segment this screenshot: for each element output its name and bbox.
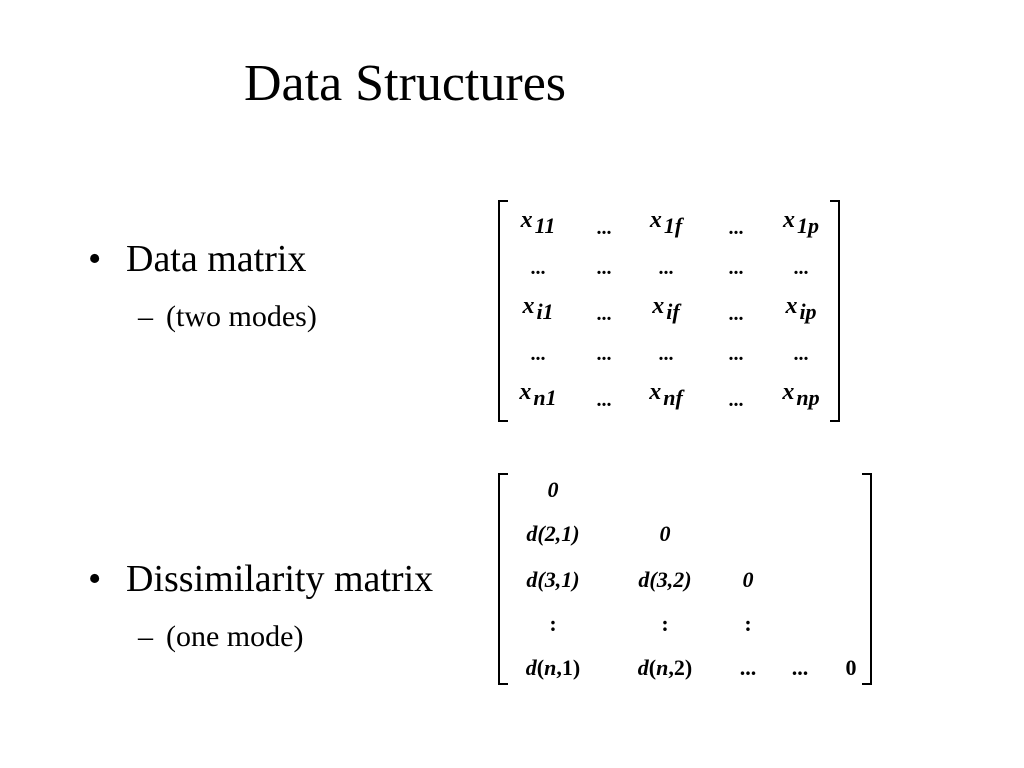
bullet-dissimilarity-matrix: • Dissimilarity matrix [88, 560, 433, 598]
matrix-entry: d(3,1) [526, 567, 580, 592]
matrix-ellipsis: ... [728, 257, 744, 279]
matrix-entry: x11 [520, 207, 556, 237]
bullet-label: Data matrix [126, 238, 307, 280]
entry-base: x [652, 293, 665, 319]
entry-subscript: 1f [663, 213, 683, 238]
matrix-entry: 0 [845, 655, 857, 680]
entry-base: x [649, 207, 662, 233]
sub-bullet-dash: – [138, 620, 153, 653]
entry-subscript: i1 [536, 299, 554, 324]
entry-subscript: ip [799, 299, 817, 324]
entry-subscript: if [666, 299, 680, 324]
matrix-ellipsis: ... [596, 343, 612, 365]
matrix-entry: xnp [782, 379, 819, 409]
matrix-right-bracket [830, 200, 840, 422]
matrix-entry: xnf [649, 379, 683, 409]
sub-bullet-dash: – [138, 300, 153, 333]
matrix-ellipsis: ... [728, 217, 744, 239]
matrix-ellipsis: ... [658, 257, 674, 279]
matrix-ellipsis: ... [728, 343, 744, 365]
entry-base: x [522, 293, 535, 319]
matrix-entry: xn1 [519, 379, 556, 409]
matrix-ellipsis: ... [596, 217, 612, 239]
matrix-ellipsis: ... [530, 257, 546, 279]
matrix-ellipsis: ... [596, 257, 612, 279]
matrix-entry: x1f [649, 207, 682, 237]
bullet-dot: • [88, 558, 102, 600]
sub-bullet-two-modes: –(two modes) [138, 302, 317, 332]
data-matrix: x11...x1f...x1p...............xi1...xif.… [498, 200, 840, 422]
entry-subscript: 1p [797, 213, 819, 238]
bullet-data-matrix: • Data matrix [88, 240, 306, 278]
matrix-entry: xip [785, 293, 816, 323]
entry-base: x [649, 379, 662, 405]
entry-subscript: 11 [534, 213, 556, 238]
sub-bullet-one-mode: –(one mode) [138, 622, 303, 652]
matrix-entry: : [661, 611, 669, 636]
matrix-ellipsis: ... [530, 343, 546, 365]
matrix-ellipsis: ... [596, 389, 612, 411]
matrix-ellipsis: ... [658, 343, 674, 365]
entry-subscript: nf [663, 385, 683, 410]
matrix-left-bracket [498, 200, 508, 422]
entry-subscript: n1 [533, 385, 557, 410]
entry-base: x [519, 379, 532, 405]
sub-bullet-label: (one mode) [166, 620, 304, 653]
matrix-entry: d(3,2) [638, 567, 692, 592]
matrix-right-bracket [862, 473, 872, 685]
matrix-ellipsis: ... [793, 257, 809, 279]
matrix-entry: d(2,1) [526, 521, 580, 546]
matrix-entry: x1p [783, 207, 819, 237]
bullet-dot: • [88, 238, 102, 280]
matrix-entry: xi1 [522, 293, 553, 323]
matrix-entry: 0 [547, 477, 559, 502]
matrix-entry: : [549, 611, 557, 636]
matrix-ellipsis: ... [596, 303, 612, 325]
entry-base: x [783, 207, 795, 233]
matrix-entry: 0 [742, 567, 754, 592]
matrix-entry: ... [791, 655, 809, 680]
matrix-entry: d(n,2) [637, 655, 693, 680]
matrix-entry: d(n,1) [525, 655, 581, 680]
matrix-ellipsis: ... [728, 389, 744, 411]
matrix-ellipsis: ... [793, 343, 809, 365]
matrix-entry: xif [652, 293, 679, 323]
matrix-left-bracket [498, 473, 508, 685]
entry-base: x [782, 379, 795, 405]
slide-title: Data Structures [244, 55, 567, 112]
matrix-entry: 0 [659, 521, 671, 546]
bullet-label: Dissimilarity matrix [126, 558, 434, 600]
matrix-entry: : [744, 611, 752, 636]
entry-base: x [785, 293, 798, 319]
entry-subscript: np [796, 385, 820, 410]
sub-bullet-label: (two modes) [166, 300, 317, 333]
matrix-ellipsis: ... [728, 303, 744, 325]
entry-base: x [520, 207, 533, 233]
matrix-entry: ... [739, 655, 757, 680]
